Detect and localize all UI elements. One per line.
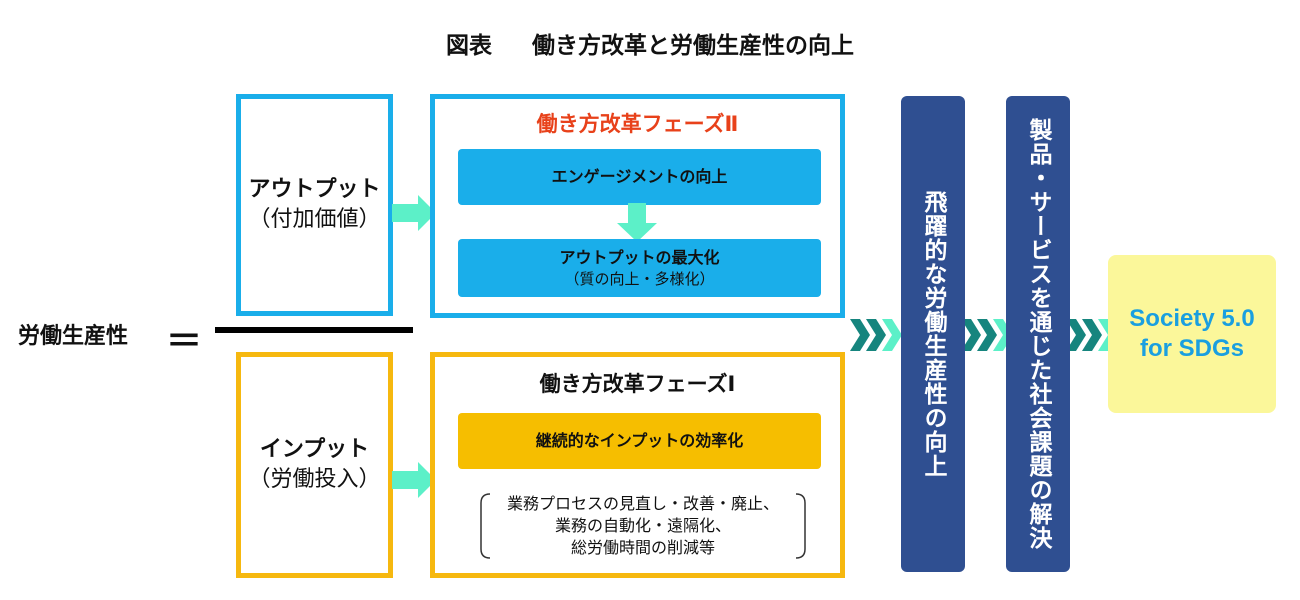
social-issues-pillar: 製品・サービスを通じた社会課題の解決 bbox=[1006, 96, 1070, 572]
productivity-label: 労働生産性 bbox=[18, 324, 129, 349]
phase2-step2-main: アウトプットの最大化 bbox=[559, 248, 720, 267]
fraction-line bbox=[215, 327, 413, 333]
phase2-step1-text: エンゲージメントの向上 bbox=[551, 167, 728, 186]
phase2-title: 働き方改革フェーズⅡ bbox=[536, 112, 739, 136]
title-text: 働き方改革と労働生産性の向上 bbox=[532, 33, 854, 59]
society-goal-box: Society 5.0 for SDGs bbox=[1108, 255, 1276, 413]
phase1-box: 働き方改革フェーズⅠ 継続的なインプットの効率化 業務プロセスの見直し・改善・廃… bbox=[430, 352, 845, 578]
output-arrow-icon bbox=[392, 195, 436, 231]
phase2-step-output-max: アウトプットの最大化 （質の向上・多様化） bbox=[458, 239, 821, 297]
phase1-detail-2: 業務の自動化・遠隔化、 bbox=[554, 516, 731, 535]
phase1-title: 働き方改革フェーズⅠ bbox=[539, 372, 736, 396]
goal-line1: Society 5.0 bbox=[1129, 305, 1255, 332]
phase1-detail-1: 業務プロセスの見直し・改善・廃止、 bbox=[506, 494, 779, 513]
title-label: 図表 bbox=[446, 33, 492, 59]
phase2-box: 働き方改革フェーズⅡ エンゲージメントの向上 アウトプットの最大化 （質の向上・… bbox=[430, 94, 845, 318]
input-sublabel: （労働投入） bbox=[248, 467, 381, 492]
pillar1-text: 飛躍的な労働生産性の向上 bbox=[920, 190, 946, 478]
chevron-right-icon bbox=[1066, 319, 1118, 351]
pillar2-text: 製品・サービスを通じた社会課題の解決 bbox=[1025, 118, 1051, 550]
chevron-right-icon bbox=[850, 319, 902, 351]
phase1-step1-text: 継続的なインプットの効率化 bbox=[535, 431, 744, 450]
page-title: 図表 働き方改革と労働生産性の向上 bbox=[0, 26, 1300, 60]
equals-sign: ＝ bbox=[166, 321, 203, 362]
productivity-pillar: 飛躍的な労働生産性の向上 bbox=[901, 96, 965, 572]
goal-line2: for SDGs bbox=[1139, 335, 1244, 362]
input-box: インプット （労働投入） bbox=[236, 352, 393, 578]
output-box: アウトプット （付加価値） bbox=[236, 94, 393, 316]
bracket-frame bbox=[480, 493, 806, 559]
output-label: アウトプット bbox=[248, 177, 381, 202]
phase1-details: 業務プロセスの見直し・改善・廃止、 業務の自動化・遠隔化、 総労働時間の削減等 bbox=[478, 493, 808, 559]
phase2-step-engagement: エンゲージメントの向上 bbox=[458, 149, 821, 205]
phase1-step-efficiency: 継続的なインプットの効率化 bbox=[458, 413, 821, 469]
output-sublabel: （付加価値） bbox=[248, 207, 381, 232]
input-label: インプット bbox=[259, 437, 370, 462]
down-arrow-icon bbox=[617, 203, 657, 242]
phase2-step2-sub: （質の向上・多様化） bbox=[564, 270, 715, 288]
input-arrow-icon bbox=[392, 462, 436, 498]
phase1-detail-3: 総労働時間の削減等 bbox=[570, 538, 715, 557]
